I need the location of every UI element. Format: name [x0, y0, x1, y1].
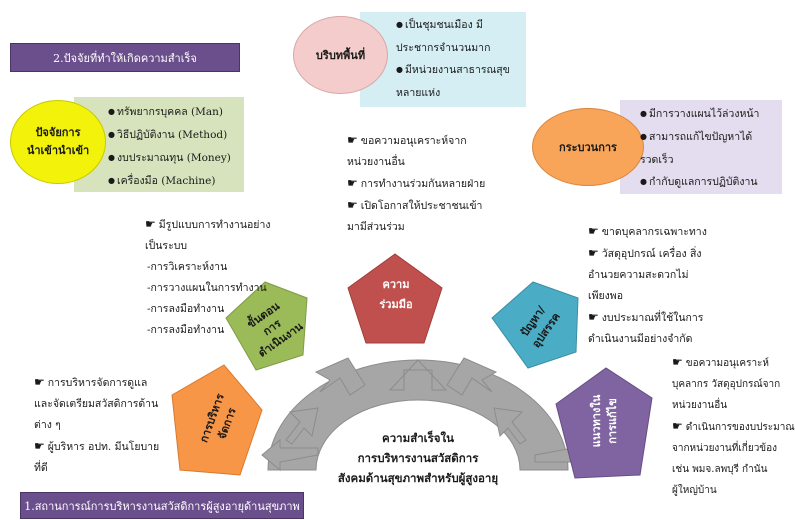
- process-line: รวดเร็ว: [640, 154, 674, 166]
- cooperation-note: การทำงานร่วมกันหลายฝ่าย: [347, 173, 486, 195]
- factors-oval-line-2: นำเข้านำเข้า: [26, 144, 90, 157]
- management-note: และจัดเตรียมสวัสดิการด้าน: [34, 398, 159, 410]
- guidelines-note: ขอความอนุเคราะห์: [672, 352, 795, 374]
- management-note: ต่าง ๆ: [34, 419, 61, 431]
- arrow-up-icon: [388, 359, 448, 391]
- context-line: ประชากรจำนวนมาก: [396, 42, 491, 54]
- guidelines-note: ผู้ใหญ่บ้าน: [672, 485, 717, 496]
- cooperation-note: เปิดโอกาสให้ประชาชนเข้า: [347, 195, 485, 217]
- cooperation-note: หน่วยงานอื่น: [347, 156, 405, 168]
- management-note: การบริหารจัดการดูแล: [34, 372, 159, 394]
- management-note: ผู้บริหาร อปท. มีนโยบาย: [34, 436, 159, 458]
- guidelines-note: เช่น พมจ.ลพบุรี กำนัน: [672, 464, 768, 475]
- cooperation-label: ความ ร่วมมือ: [366, 275, 426, 315]
- arrow-upright-icon: [446, 357, 498, 396]
- problems-note: ขาดบุคลากรเฉพาะทาง: [588, 221, 707, 243]
- arrow-left-icon: [285, 407, 319, 445]
- management-notes: การบริหารจัดการดูแล และจัดเตรียมสวัสดิกา…: [34, 372, 159, 479]
- factors-oval: ปัจจัยการนำเข้านำเข้า: [10, 100, 106, 184]
- problems-note: ดำเนินงานมีอย่างจำกัด: [588, 333, 693, 345]
- arrow-upleft-icon: [314, 357, 366, 396]
- center-title-line-3: สังคมด้านสุขภาพสำหรับผู้สูงอายุ: [337, 471, 499, 485]
- steps-notes: มีรูปแบบการทำงานอย่าง เป็นระบบ -การวิเคร…: [145, 214, 270, 341]
- cooperation-label-line-1: ความ: [382, 278, 410, 291]
- center-title-line-2: การบริหารงานสวัสดิการ: [357, 451, 479, 465]
- cooperation-label-line-2: ร่วมมือ: [379, 298, 413, 311]
- guidelines-label-line-2: การแก้ไข: [606, 398, 619, 444]
- cooperation-notes: ขอความอนุเคราะห์จาก หน่วยงานอื่น การทำงา…: [347, 130, 485, 238]
- pentagon-problems: [491, 281, 579, 369]
- problems-note: งบประมาณที่ใช้ในการ: [588, 307, 707, 329]
- context-oval: บริบทพื้นที่: [293, 16, 388, 94]
- factor-item: งบประมาณทุน (Money): [108, 147, 231, 170]
- process-line: มีการวางแผนไว้ล่วงหน้า: [640, 103, 759, 126]
- arrow-far-left-icon: [261, 438, 319, 472]
- pentagon-guidelines: [555, 367, 653, 479]
- factor-item: วิธีปฏิบัติงาน (Method): [108, 124, 231, 147]
- process-line: กำกับดูแลการปฏิบัติงาน: [640, 171, 759, 194]
- pentagon-management: [171, 364, 263, 476]
- steps-note: -การลงมือทำงาน: [147, 303, 225, 315]
- steps-note: มีรูปแบบการทำงานอย่าง: [145, 214, 271, 236]
- context-line: เป็นชุมชนเมือง มี: [396, 14, 510, 37]
- guidelines-notes: ขอความอนุเคราะห์ บุคลากร วัสดุอุปกรณ์จาก…: [672, 352, 795, 501]
- factor-item: ทรัพยากรบุคคล (Man): [108, 101, 231, 124]
- factors-list: ทรัพยากรบุคคล (Man) วิธีปฏิบัติงาน (Meth…: [108, 101, 231, 193]
- factors-oval-line-1: ปัจจัยการ: [35, 126, 81, 139]
- center-title: ความสำเร็จใน การบริหารงานสวัสดิการ สังคม…: [318, 428, 518, 488]
- pentagon-steps: [225, 281, 308, 371]
- arrow-right-icon: [493, 407, 527, 445]
- guidelines-label-line-1: แนวทางใน: [590, 394, 603, 448]
- pentagon-cooperation: [347, 253, 443, 344]
- cooperation-note: ขอความอนุเคราะห์จาก: [347, 130, 485, 152]
- context-line: มีหน่วยงานสาธารณสุข: [396, 59, 510, 82]
- guidelines-note: จากหน่วยงานที่เกี่ยวข้อง: [672, 443, 778, 454]
- center-title-line-1: ความสำเร็จใน: [382, 431, 454, 445]
- steps-note: -การวิเคราะห์งาน: [147, 261, 228, 273]
- process-line: สามารถแก้ไขปัญหาได้: [640, 126, 759, 149]
- context-list: เป็นชุมชนเมือง มี ประชากรจำนวนมาก มีหน่ว…: [396, 14, 510, 104]
- cooperation-note: มามีส่วนร่วม: [347, 221, 405, 233]
- process-oval: กระบวนการ: [532, 108, 644, 186]
- problems-note: อำนวยความสะดวกไม่: [588, 269, 689, 281]
- problems-notes: ขาดบุคลากรเฉพาะทาง วัสดุอุปกรณ์ เครื่อง …: [588, 221, 707, 350]
- management-note: ที่ดี: [34, 462, 48, 474]
- banner-situation: 1.สถานการณ์การบริหารงานสวัสดิการผู้สูงอา…: [20, 492, 304, 519]
- guidelines-note: ดำเนินการของบประมาณ: [672, 416, 795, 438]
- context-line: หลายแห่ง: [396, 87, 441, 99]
- problems-note: วัสดุอุปกรณ์ เครื่อง สิ่ง: [588, 243, 707, 265]
- steps-note: -การวางแผนในการทำงาน: [147, 282, 267, 294]
- banner-success-factors: 2.ปัจจัยที่ทำให้เกิดความสำเร็จ: [10, 43, 240, 72]
- steps-note: เป็นระบบ: [145, 240, 188, 252]
- problems-note: เพียงพอ: [588, 290, 624, 302]
- guidelines-note: บุคลากร วัสดุอุปกรณ์จาก: [672, 379, 781, 390]
- process-list: มีการวางแผนไว้ล่วงหน้า สามารถแก้ไขปัญหาไ…: [640, 103, 759, 194]
- factor-item: เครื่องมือ (Machine): [108, 170, 231, 193]
- guidelines-label: แนวทางใน การแก้ไข: [589, 381, 621, 461]
- guidelines-note: หน่วยงานอื่น: [672, 400, 728, 411]
- steps-note: -การลงมือทำงาน: [147, 324, 225, 336]
